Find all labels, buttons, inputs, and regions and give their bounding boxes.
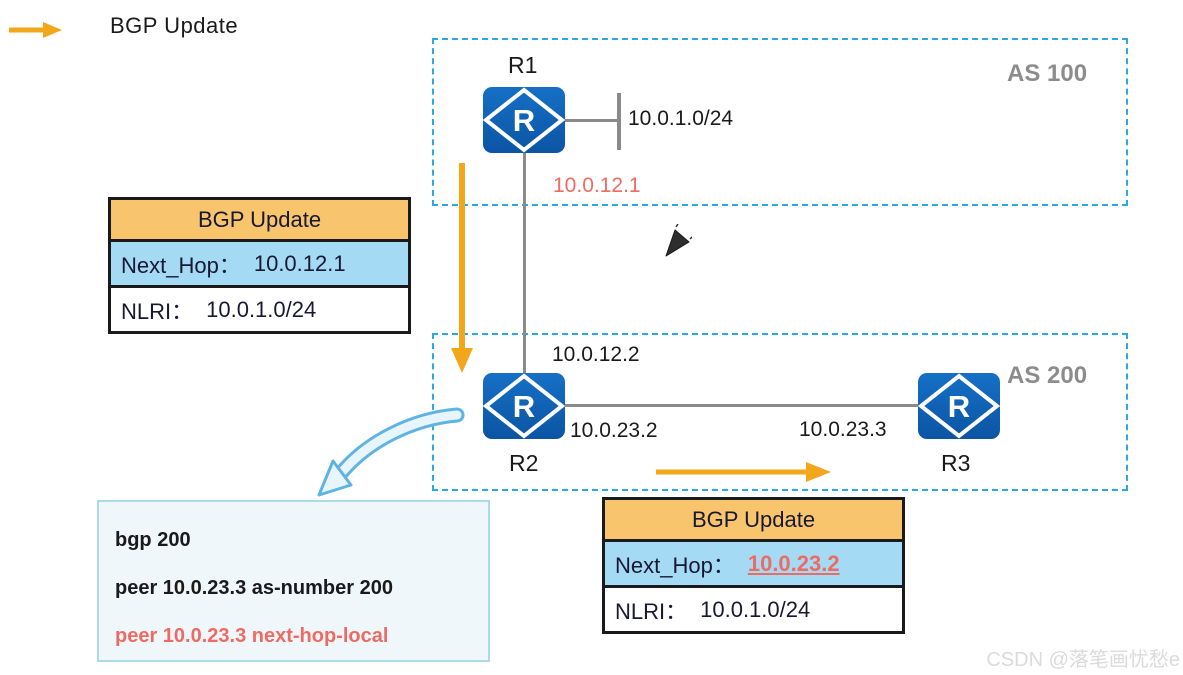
config-line-peer-as: peer 10.0.23.3 as-number 200: [115, 577, 393, 599]
bgp-update-arrow-icon: [9, 22, 62, 38]
r2-interface-up-label: 10.0.12.2: [552, 343, 640, 366]
r3-interface-label: 10.0.23.3: [799, 418, 887, 441]
link-r1-stub-network: [565, 119, 619, 122]
link-r1-r2: [523, 150, 526, 378]
router-label-r3: R3: [941, 450, 971, 476]
bgp-update-flow-arrow-vertical: [451, 163, 473, 373]
bgp-update-table-r2: BGP Update Next_Hop： 10.0.23.2 NLRI： 10.…: [602, 497, 905, 634]
r2-bgp-config-box: bgp 200 peer 10.0.23.3 as-number 200 pee…: [97, 500, 490, 662]
nlri-value: 10.0.1.0/24: [206, 296, 317, 322]
r1-interface-label: 10.0.12.1: [553, 174, 641, 197]
nlri-value: 10.0.1.0/24: [700, 596, 811, 622]
as100-label: AS 100: [1007, 60, 1088, 87]
r2-interface-right-label: 10.0.23.2: [570, 419, 658, 442]
table-header: BGP Update: [111, 200, 408, 242]
router-node-r2: R: [482, 373, 566, 439]
router-node-r3: R: [917, 373, 1001, 439]
router-label-r2: R2: [509, 450, 539, 476]
next-hop-label: Next_Hop：: [121, 252, 241, 278]
mouse-cursor-icon: [665, 224, 692, 257]
next-hop-value: 10.0.12.1: [253, 250, 346, 276]
stub-network-terminator: [617, 93, 621, 150]
table-row-next-hop: Next_Hop： 10.0.12.1: [111, 242, 408, 288]
link-r2-r3: [563, 404, 921, 407]
bgp-update-flow-arrow-horizontal: [656, 462, 831, 482]
config-callout-arrow: [317, 407, 465, 497]
nlri-label: NLRI：: [121, 298, 194, 324]
next-hop-value-highlighted: 10.0.23.2: [747, 550, 840, 576]
router-label-r1: R1: [508, 52, 538, 78]
table-row-next-hop: Next_Hop： 10.0.23.2: [605, 542, 902, 588]
router-letter: R: [948, 389, 970, 424]
table-row-nlri: NLRI： 10.0.1.0/24: [111, 288, 408, 331]
config-line-bgp: bgp 200: [115, 529, 191, 551]
next-hop-label: Next_Hop：: [615, 552, 735, 578]
bgp-update-table-r1: BGP Update Next_Hop： 10.0.12.1 NLRI： 10.…: [108, 197, 411, 334]
table-row-nlri: NLRI： 10.0.1.0/24: [605, 588, 902, 631]
router-node-r1: R: [482, 87, 566, 153]
router-letter: R: [513, 389, 535, 424]
as200-label: AS 200: [1007, 362, 1088, 389]
table-header: BGP Update: [605, 500, 902, 542]
as100-boundary-box: [432, 38, 1128, 206]
router-letter: R: [513, 103, 535, 138]
legend-label: BGP Update: [110, 13, 239, 38]
config-line-next-hop-local: peer 10.0.23.3 next-hop-local: [115, 625, 389, 647]
watermark: CSDN @落笔画忧愁e: [986, 649, 1180, 671]
nlri-label: NLRI：: [615, 598, 688, 624]
stub-network-label: 10.0.1.0/24: [628, 107, 734, 130]
